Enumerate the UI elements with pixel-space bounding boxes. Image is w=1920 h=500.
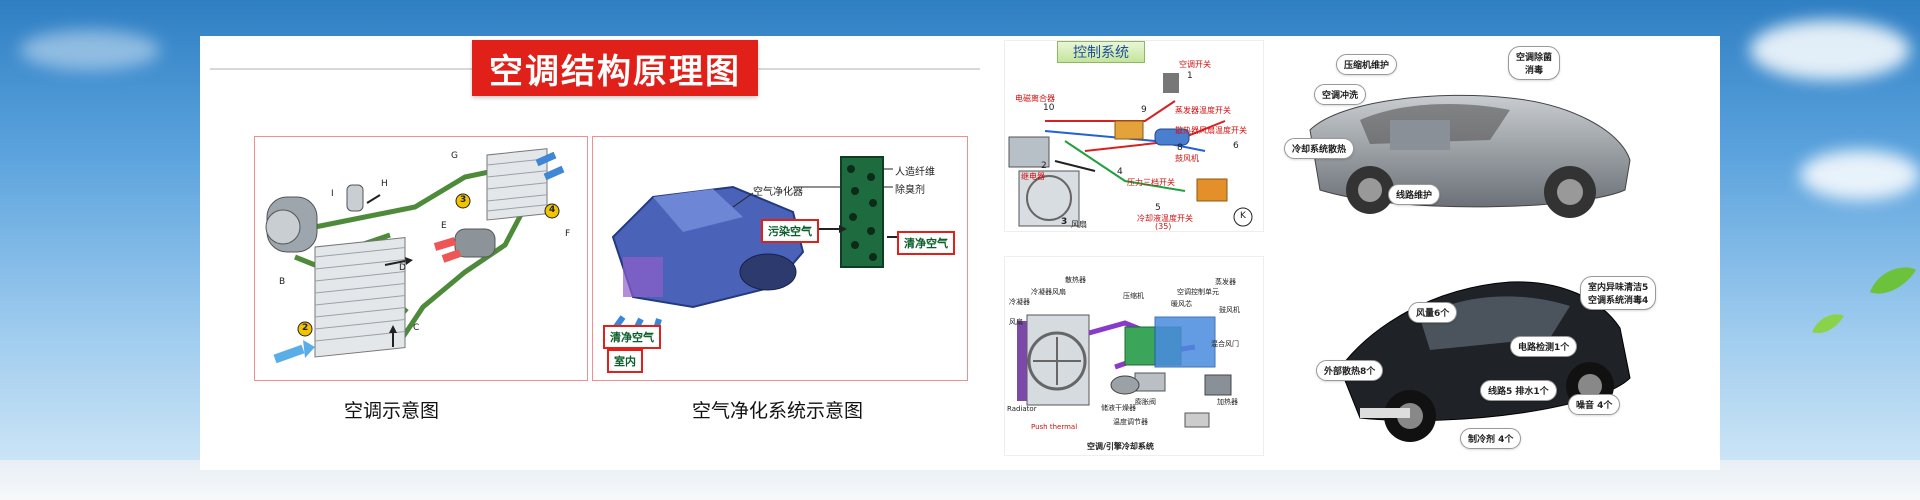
purification-illustration — [602, 156, 897, 349]
cooling-label-radiator-en: Radiator — [1007, 405, 1037, 413]
control-number-10: 10 — [1043, 103, 1055, 113]
cooling-label-condenser: 冷凝器 — [1009, 298, 1030, 306]
cooling-label-receiver-dryer: 储液干燥器 — [1101, 404, 1136, 412]
title-divider — [758, 68, 980, 70]
cooling-label-expansion-valve: 膨胀阀 — [1135, 398, 1156, 406]
clutch-label: 电磁离合器 — [1015, 94, 1055, 103]
pressure-switch-label: 压力三档开关 — [1127, 178, 1175, 187]
cooling-label-condenser-fan: 冷凝器风扇 — [1031, 288, 1066, 296]
bubble-wiring-drain: 线路5 排水1个 — [1480, 380, 1557, 401]
convertible-car-icon — [1309, 94, 1631, 218]
control-number-8: 8 — [1177, 143, 1183, 153]
purification-diagram-frame: 空气净化器 人造纤维 除臭剂 污染空气 清净空气 清净空气 室内 — [592, 136, 968, 381]
ac-letter-i: I — [331, 189, 334, 199]
bubble-ac-sterilize: 空调除菌 消毒 — [1508, 46, 1561, 80]
purification-diagram-caption: 空气净化系统示意图 — [692, 400, 864, 422]
bubble-odor: 室内异味清洁5 空调系统消毒4 — [1580, 276, 1657, 310]
indoor-tag: 室内 — [607, 349, 643, 373]
bubble-compressor: 压缩机维护 — [1336, 54, 1398, 75]
relay-label: 继电器 — [1021, 172, 1045, 181]
ac-letter-d: D — [399, 263, 406, 273]
control-system-header: 控制系统 — [1057, 41, 1145, 63]
clean-air-left-tag: 清净空气 — [603, 325, 661, 349]
control-number-3: 3 — [1061, 217, 1068, 227]
car-top-illustration: 压缩机维护 空调除菌 消毒 空调冲洗 冷却系统散热 线路维护 — [1280, 40, 1650, 230]
ac-letter-f: F — [565, 229, 571, 239]
control-number-9: 9 — [1141, 105, 1147, 115]
ac-number-4: 4 — [549, 205, 556, 215]
ac-letter-e: E — [441, 221, 447, 231]
cooling-system-illustration — [1017, 314, 1232, 428]
bubble-refrigerant: 制冷剂 4个 — [1460, 428, 1522, 449]
air-purifier-label: 空气净化器 — [753, 187, 803, 198]
ac-letter-g: G — [451, 151, 458, 161]
page-title: 空调结构原理图 — [472, 40, 758, 96]
fan-switch-label: 散热器风扇温度开关 — [1175, 126, 1247, 135]
cooling-label-radiator: 散热器 — [1065, 276, 1086, 284]
polluted-air-tag: 污染空气 — [761, 219, 819, 243]
control-number-6: 6 — [1233, 141, 1239, 151]
control-wiring-illustration — [1008, 73, 1253, 227]
leaf-icon — [1812, 314, 1844, 334]
bubble-air-vent: 风量6个 — [1408, 302, 1458, 323]
cooling-footer: 空调/引擎冷却系统 — [1087, 442, 1154, 451]
cooling-label-fan: 风扇 — [1009, 318, 1023, 326]
bubble-circuit: 电路检测1个 — [1510, 336, 1578, 357]
cooling-label-mix-door: 混合风门 — [1211, 340, 1239, 348]
cooling-label-push-thermal: Push thermal — [1031, 423, 1078, 431]
ac-number-2: 2 — [302, 323, 309, 333]
ac-switch-label: 空调开关 — [1179, 60, 1211, 69]
leaf-icon — [1870, 267, 1916, 294]
control-number-2: 2 — [1041, 161, 1047, 171]
coolant-temp-value: (35) — [1155, 222, 1172, 231]
cooling-label-control-unit: 空调控制单元 — [1177, 288, 1219, 296]
cloud — [1750, 20, 1910, 80]
cooling-system-frame: 散热器 冷凝器 压缩机 蒸发器 暖风芯 空调控制单元 风扇 鼓风机 加热器 冷凝… — [1004, 256, 1264, 456]
coolant-temp-switch-label: 冷却液温度开关 — [1137, 214, 1193, 223]
bubble-ac-clean: 空调冲洗 — [1314, 84, 1367, 105]
bubble-cooling-system: 冷却系统散热 — [1284, 138, 1355, 159]
bubble-wiring: 线路维护 — [1388, 184, 1441, 205]
bubble-external-heat: 外部散热8个 — [1316, 360, 1384, 381]
cloud — [20, 30, 160, 70]
fan-label: 风扇 — [1071, 220, 1087, 229]
deodorant-label: 除臭剂 — [895, 185, 925, 196]
cooling-label-thermostat: 温度调节器 — [1113, 418, 1148, 426]
ac-diagram-illustration — [265, 148, 565, 364]
car-bottom-illustration: 室内异味清洁5 空调系统消毒4 风量6个 电路检测1个 外部散热8个 线路5 排… — [1300, 258, 1670, 458]
cooling-label-evaporator: 蒸发器 — [1215, 278, 1236, 286]
cooling-label-heater: 加热器 — [1217, 398, 1238, 406]
cooling-label-heater-core: 暖风芯 — [1171, 300, 1192, 308]
evap-temp-switch-label: 蒸发器温度开关 — [1175, 106, 1231, 115]
bubble-noise: 噪音 4个 — [1568, 394, 1621, 415]
clean-air-right-tag: 清净空气 — [897, 231, 955, 255]
control-system-frame: 控制系统 空调开关 1 电磁离合器 10 9 蒸发器温度开关 2 散热器风扇温度… — [1004, 40, 1264, 232]
ac-diagram-caption: 空调示意图 — [344, 400, 440, 422]
ac-diagram-frame: G H I E F B D C 3 4 2 — [254, 136, 588, 381]
ac-letter-h: H — [381, 179, 388, 189]
fiber-label: 人造纤维 — [895, 167, 935, 178]
ac-letter-b: B — [279, 277, 286, 287]
control-number-5: 5 — [1155, 203, 1161, 213]
blower-label: 鼓风机 — [1175, 154, 1199, 163]
cloud — [1800, 150, 1920, 200]
k-mark: K — [1240, 211, 1246, 221]
ac-number-3: 3 — [460, 195, 467, 205]
cooling-label-compressor: 压缩机 — [1123, 292, 1144, 300]
ac-letter-c: C — [413, 323, 420, 333]
control-number-1: 1 — [1187, 71, 1193, 81]
title-divider — [210, 68, 472, 70]
cooling-label-blower: 鼓风机 — [1219, 306, 1240, 314]
control-number-4: 4 — [1117, 167, 1123, 177]
